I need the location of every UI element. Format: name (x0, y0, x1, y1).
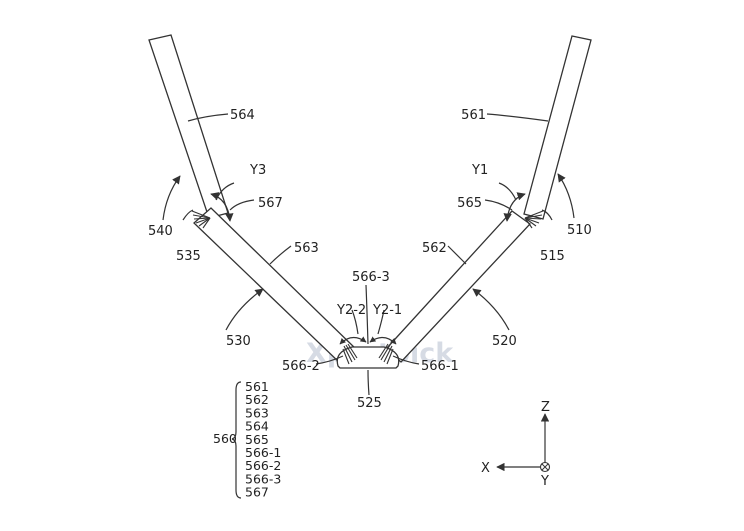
panel-563 (193, 207, 358, 366)
arrow-510 (557, 173, 575, 219)
axis-triad: Z X Y (481, 400, 551, 489)
label-562: 562 (422, 241, 447, 256)
axis-label-x: X (481, 461, 490, 476)
legend-group-label: 560 (213, 431, 237, 446)
label-535: 535 (176, 249, 201, 264)
angle-arc-y3 (210, 192, 234, 222)
arrow-520 (472, 288, 510, 331)
label-540: 540 (148, 224, 173, 239)
label-566-1: 566-1 (421, 359, 459, 374)
label-564: 564 (230, 108, 255, 123)
label-563: 563 (294, 241, 319, 256)
label-561: 561 (461, 108, 486, 123)
hinge-mark-515 (524, 210, 544, 229)
panel-561 (523, 35, 592, 220)
axis-label-y: Y (540, 474, 549, 489)
label-567: 567 (258, 196, 283, 211)
angle-arc-y1 (503, 192, 526, 222)
label-566-2: 566-2 (282, 359, 320, 374)
legend-brace (231, 381, 242, 499)
angle-arc-y2-2 (339, 336, 367, 345)
label-525: 525 (357, 396, 382, 411)
legend-item: 567 (245, 485, 269, 500)
legend-item: 563 (245, 405, 269, 420)
arrow-530 (225, 288, 264, 331)
label-530: 530 (226, 334, 251, 349)
legend-item: 562 (245, 392, 269, 407)
label-y2-2: Y2-2 (336, 303, 366, 318)
legend-item: 566-3 (245, 471, 281, 486)
label-565: 565 (457, 196, 482, 211)
legend-item: 566-2 (245, 458, 281, 473)
legend-item: 561 (245, 379, 269, 394)
label-y3: Y3 (249, 163, 266, 178)
hinge-mark-535 (191, 210, 211, 229)
legend-item: 564 (245, 419, 269, 434)
arrow-540 (162, 175, 181, 221)
legend-item: 566-1 (245, 445, 281, 460)
panel-564 (148, 34, 229, 219)
legend-item: 565 (245, 432, 269, 447)
leader-lines (182, 113, 553, 396)
label-515: 515 (540, 249, 565, 264)
hinge-mark-566-1 (378, 343, 394, 365)
label-y2-1: Y2-1 (372, 303, 402, 318)
label-520: 520 (492, 334, 517, 349)
axis-label-z: Z (541, 400, 550, 415)
label-566-3: 566-3 (352, 270, 390, 285)
label-y1: Y1 (471, 163, 488, 178)
label-510: 510 (567, 223, 592, 238)
hinge-mark-566-2 (342, 343, 358, 365)
angle-arc-y2-1 (369, 336, 397, 345)
